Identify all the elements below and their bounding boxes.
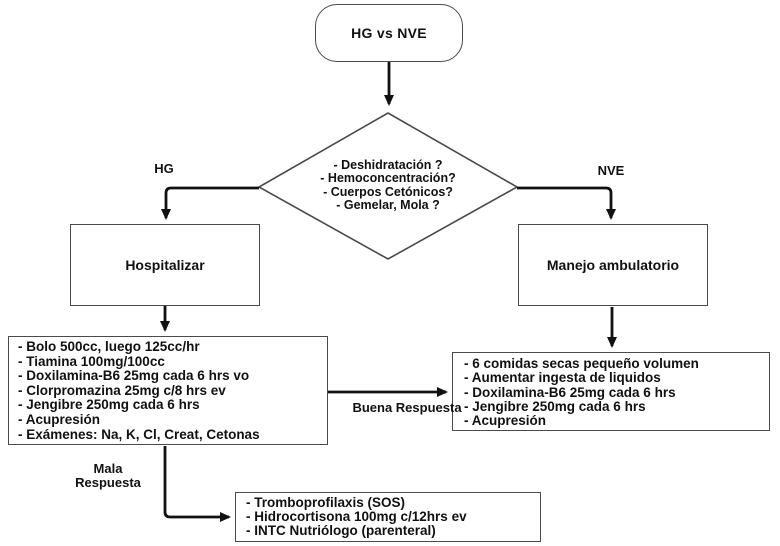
decision-criterion: - Cuerpos Cetónicos? — [323, 184, 453, 199]
decision-criterion: - Gemelar, Mola ? — [336, 198, 440, 213]
list-item: - Doxilamina-B6 25mg cada 6 hrs — [464, 384, 676, 400]
list-item: - Acupresión — [18, 411, 101, 427]
edge-decision-to-hospitalizar — [161, 186, 259, 220]
list-item: - Aumentar ingesta de liquidos — [464, 370, 661, 386]
edge-decision-to-ambulatorio — [517, 186, 616, 220]
edge-label-buena-respuesta: Buena Respuesta — [352, 400, 462, 415]
list-item: - Tiamina 100mg/100cc — [18, 353, 165, 369]
list-item: - Doxilamina-B6 25mg cada 6 hrs vo — [18, 368, 250, 384]
edge-mala-respuesta — [163, 446, 231, 522]
branch-label-hg: HG — [154, 161, 174, 176]
start-node: HG vs NVE — [315, 4, 463, 62]
nve-protocol-box: - 6 comidas secas pequeño volumen - Aume… — [452, 352, 770, 431]
decision-node-text: - Deshidratación ? - Hemoconcentración? … — [288, 158, 488, 213]
list-item: - Exámenes: Na, K, Cl, Creat, Cetonas — [18, 426, 260, 442]
list-item: - Hidrocortisona 100mg c/12hrs ev — [246, 509, 467, 525]
decision-criterion: - Deshidratación ? — [333, 158, 443, 172]
decision-criterion: - Hemoconcentración? — [320, 171, 456, 186]
list-item: - Jengibre 250mg cada 6 hrs — [18, 397, 200, 413]
list-item: - Clorpromazina 25mg c/8 hrs ev — [18, 382, 226, 398]
list-item: - Bolo 500cc, luego 125cc/hr — [18, 339, 200, 354]
escalation-box: - Tromboprofilaxis (SOS) - Hidrocortison… — [235, 492, 541, 542]
list-item: - Jengibre 250mg cada 6 hrs — [464, 398, 646, 414]
hg-protocol-box: - Bolo 500cc, luego 125cc/hr - Tiamina 1… — [8, 336, 328, 445]
hospitalizar-node: Hospitalizar — [70, 224, 260, 306]
list-item: - INTC Nutriólogo (parenteral) — [246, 523, 436, 539]
hospitalizar-node-label: Hospitalizar — [125, 257, 205, 273]
start-node-label: HG vs NVE — [351, 25, 427, 41]
list-item: - 6 comidas secas pequeño volumen — [464, 356, 699, 371]
ambulatorio-node-label: Manejo ambulatorio — [546, 257, 680, 273]
ambulatorio-node: Manejo ambulatorio — [518, 224, 708, 306]
list-item: - Tromboprofilaxis (SOS) — [246, 495, 406, 510]
branch-label-nve: NVE — [597, 163, 625, 178]
list-item: - Acupresión — [464, 413, 547, 429]
edge-label-mala-respuesta: Mala Respuesta — [75, 461, 141, 490]
